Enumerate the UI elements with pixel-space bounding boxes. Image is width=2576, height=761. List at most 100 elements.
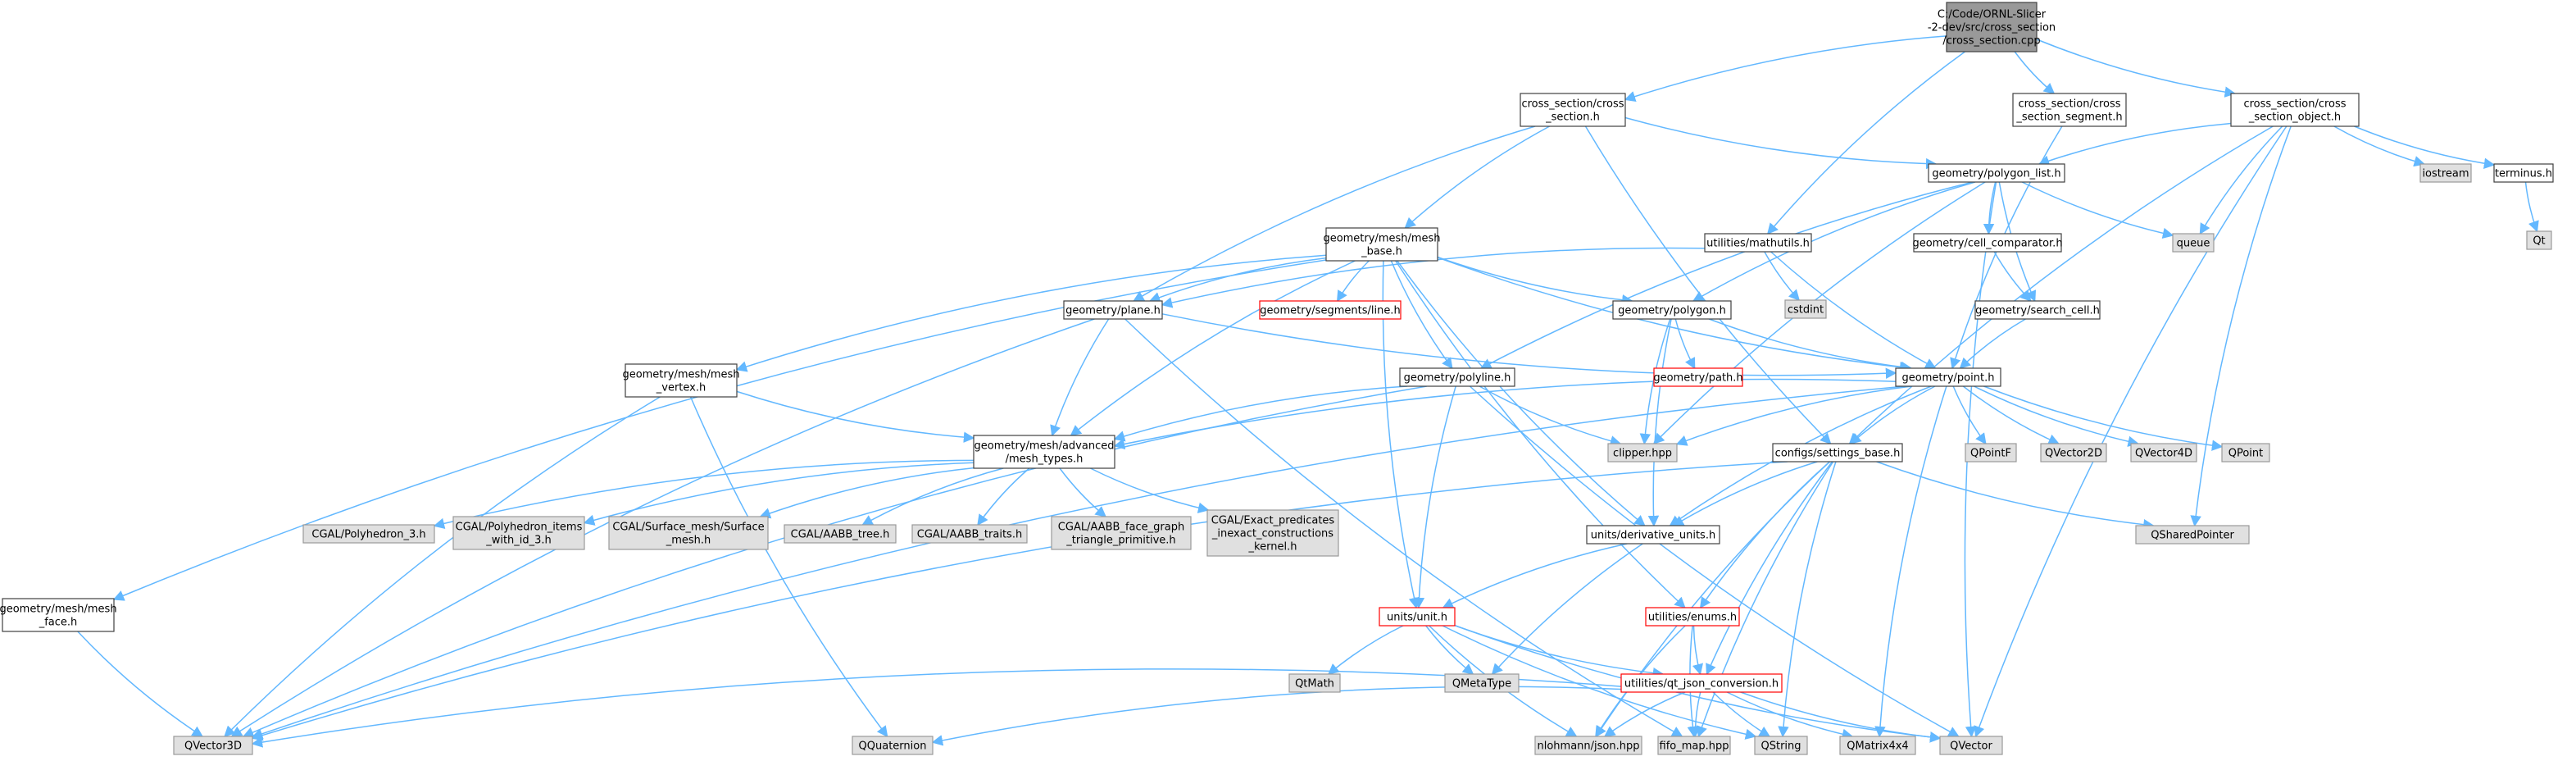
node-box-qvector bbox=[1939, 736, 2003, 755]
node-label-derivative-0: units/derivative_units.h bbox=[1591, 530, 1715, 542]
node-box-qvector3d bbox=[173, 736, 253, 755]
edge-root-to-cs_seg bbox=[2014, 51, 2056, 94]
node-label-root-0: C:/Code/ORNL-Slicer bbox=[1938, 9, 2047, 21]
node-mesh_vertex[interactable]: geometry/mesh/mesh_vertex.h bbox=[622, 363, 740, 398]
node-box-cgal_surface bbox=[608, 516, 769, 550]
node-qvector3d: QVector3D bbox=[173, 736, 253, 755]
node-cs_obj[interactable]: cross_section/cross_section_object.h bbox=[2230, 93, 2360, 127]
edge-plane-to-point bbox=[1161, 313, 1897, 380]
node-poly_list[interactable]: geometry/polygon_list.h bbox=[1928, 163, 2065, 183]
edge-qtjson-to-qvector3d bbox=[251, 668, 1622, 748]
edge-cs_obj-to-qvector bbox=[1974, 125, 2288, 738]
node-label-search_cell-0: geometry/search_cell.h bbox=[1975, 305, 2100, 317]
node-settings[interactable]: configs/settings_base.h bbox=[1772, 443, 1903, 463]
node-mathutils[interactable]: utilities/mathutils.h bbox=[1704, 233, 1812, 253]
node-box-clipper bbox=[1607, 443, 1678, 463]
node-label-qtmath-0: QtMath bbox=[1295, 678, 1334, 690]
edge-cs_obj-to-qshared bbox=[2190, 125, 2292, 527]
node-box-qt bbox=[2526, 230, 2552, 250]
node-queue: queue bbox=[2172, 233, 2215, 253]
node-enums[interactable]: utilities/enums.h bbox=[1645, 607, 1740, 627]
node-mesh_face[interactable]: geometry/mesh/mesh_face.h bbox=[0, 598, 117, 632]
node-label-cgal_aabbtraits-0: CGAL/AABB_traits.h bbox=[917, 529, 1022, 541]
edge-mesh_types-to-cgal_aabbtraits bbox=[977, 467, 1030, 526]
node-box-mesh_types bbox=[973, 435, 1115, 469]
node-root[interactable]: C:/Code/ORNL-Slicer-2-dev/src/cross_sect… bbox=[1928, 2, 2056, 52]
node-box-root bbox=[1946, 2, 2038, 52]
node-box-derivative bbox=[1586, 525, 1720, 545]
edge-settings-to-derivative bbox=[1672, 461, 1818, 526]
node-path[interactable]: geometry/path.h bbox=[1653, 367, 1743, 387]
node-box-cgal_items bbox=[452, 516, 585, 550]
node-terminus[interactable]: terminus.h bbox=[2493, 163, 2554, 183]
node-derivative[interactable]: units/derivative_units.h bbox=[1586, 525, 1720, 545]
edge-mesh_face-to-qvector3d bbox=[77, 631, 204, 737]
edge-search_cell-to-point bbox=[1959, 318, 2026, 369]
edge-settings-to-qshared bbox=[1876, 461, 2155, 531]
node-cgal_poly3: CGAL/Polyhedron_3.h bbox=[302, 524, 435, 544]
node-unit[interactable]: units/unit.h bbox=[1379, 607, 1456, 627]
node-polyline[interactable]: geometry/polyline.h bbox=[1399, 367, 1515, 387]
node-plane[interactable]: geometry/plane.h bbox=[1063, 300, 1163, 320]
node-label-mesh_base-0: geometry/mesh/mesh bbox=[1323, 233, 1440, 245]
node-label-enums-0: utilities/enums.h bbox=[1648, 612, 1737, 624]
node-box-qvector2d bbox=[2040, 443, 2107, 463]
edge-mesh_vertex-to-mesh_types bbox=[736, 390, 975, 443]
node-segline[interactable]: geometry/segments/line.h bbox=[1259, 300, 1402, 320]
edge-mesh_base-to-mesh_vertex bbox=[735, 254, 1327, 372]
node-label-cs_seg-0: cross_section/cross bbox=[2018, 98, 2120, 111]
node-box-qtjson bbox=[1620, 673, 1783, 693]
node-box-qmetatype bbox=[1444, 673, 1520, 693]
node-label-cgal_items-0: CGAL/Polyhedron_items bbox=[456, 522, 583, 534]
node-search_cell[interactable]: geometry/search_cell.h bbox=[1974, 300, 2101, 320]
node-label-mesh_face-1: _face.h bbox=[39, 617, 78, 629]
edge-point-to-qpointf bbox=[1952, 385, 1987, 445]
node-cs_h[interactable]: cross_section/cross_section.h bbox=[1520, 93, 1626, 127]
edge-derivative-to-qmetatype bbox=[1491, 543, 1643, 675]
edge-polygon-to-path bbox=[1674, 318, 1696, 370]
edge-cs_obj-to-poly_list bbox=[2038, 122, 2232, 166]
edge-mesh_types-to-cgal_poly3 bbox=[433, 459, 975, 529]
edge-unit-to-qtmath bbox=[1327, 625, 1404, 675]
node-mesh_types[interactable]: geometry/mesh/advanced/mesh_types.h bbox=[973, 435, 1115, 469]
node-label-qvector2d-0: QVector2D bbox=[2045, 448, 2102, 460]
node-cstdint: cstdint bbox=[1784, 299, 1827, 319]
node-box-enums bbox=[1645, 607, 1740, 627]
edge-mesh_base-to-segline bbox=[1336, 260, 1370, 303]
node-label-mathutils-0: utilities/mathutils.h bbox=[1706, 238, 1810, 250]
node-box-terminus bbox=[2493, 163, 2554, 183]
node-fifo: fifo_map.hpp bbox=[1657, 736, 1731, 755]
node-point[interactable]: geometry/point.h bbox=[1895, 367, 2001, 387]
node-box-settings bbox=[1772, 443, 1903, 463]
node-label-qpointf-0: QPointF bbox=[1970, 448, 2011, 460]
edge-layer bbox=[77, 35, 2539, 748]
node-label-queue-0: queue bbox=[2177, 238, 2210, 250]
node-qvector4d: QVector4D bbox=[2130, 443, 2197, 463]
edge-mesh_types-to-cgal_facegraph bbox=[1059, 467, 1107, 517]
node-label-json-0: nlohmann/json.hpp bbox=[1538, 740, 1640, 753]
edge-point-to-settings bbox=[1850, 385, 1936, 444]
node-label-mesh_types-1: /mesh_types.h bbox=[1006, 453, 1084, 466]
edge-mesh_types-to-cgal_aabbtree bbox=[861, 467, 1004, 526]
edge-point-to-qpoint bbox=[1983, 385, 2224, 451]
node-label-unit-0: units/unit.h bbox=[1387, 612, 1447, 624]
node-qshared: QSharedPointer bbox=[2135, 525, 2250, 545]
node-box-qvector4d bbox=[2130, 443, 2197, 463]
node-cgal_aabbtree: CGAL/AABB_tree.h bbox=[784, 524, 897, 544]
node-label-qshared-0: QSharedPointer bbox=[2151, 530, 2234, 542]
node-qvector: QVector bbox=[1939, 736, 2003, 755]
node-cs_seg[interactable]: cross_section/cross_section_segment.h bbox=[2012, 93, 2127, 127]
edge-terminus-to-qt bbox=[2524, 181, 2539, 233]
edge-unit-to-qtjson bbox=[1454, 624, 1665, 679]
node-polygon[interactable]: geometry/polygon.h bbox=[1612, 300, 1732, 320]
node-json: nlohmann/json.hpp bbox=[1534, 736, 1642, 755]
node-cell_comp[interactable]: geometry/cell_comparator.h bbox=[1912, 233, 2063, 253]
node-box-mesh_base bbox=[1325, 227, 1438, 262]
node-label-cs_h-0: cross_section/cross bbox=[1521, 98, 1624, 111]
node-mesh_base[interactable]: geometry/mesh/mesh_base.h bbox=[1323, 227, 1441, 262]
node-clipper: clipper.hpp bbox=[1607, 443, 1678, 463]
node-qtjson[interactable]: utilities/qt_json_conversion.h bbox=[1620, 673, 1783, 693]
node-label-qvector3d-0: QVector3D bbox=[184, 740, 242, 753]
node-label-cs_obj-1: _section_object.h bbox=[2248, 112, 2341, 124]
